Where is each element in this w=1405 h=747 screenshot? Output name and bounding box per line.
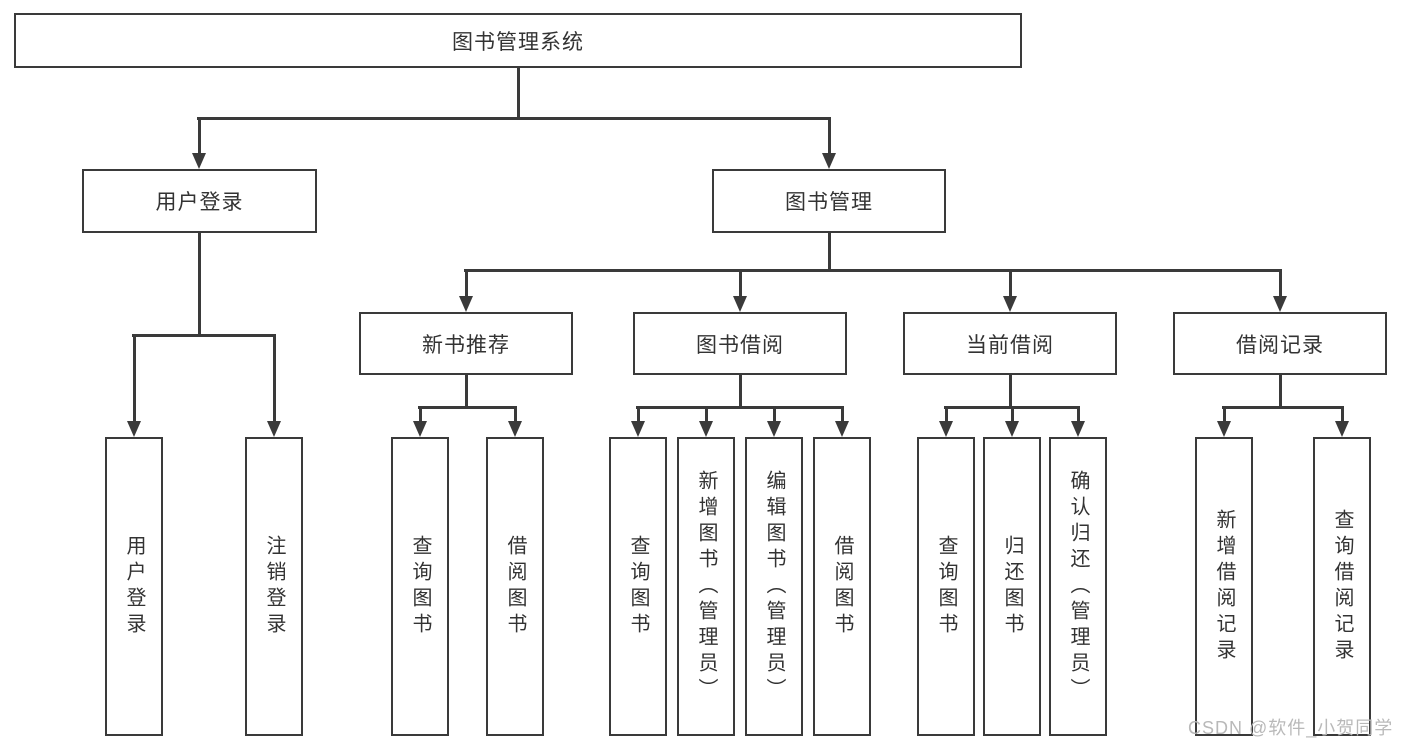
section-node-new-book-recommend: 新书推荐 [359,312,573,375]
connector-book-management-hbar [464,269,1282,272]
watermark: CSDN @软件_小贺同学 [1188,718,1394,738]
connector-new-book-down [465,375,468,409]
connector-user-login-hbar [132,334,275,337]
arrowhead-new-book [459,296,473,312]
connector-stub-leaf [1011,406,1014,422]
leaf-node-query-books-current: 查询图书 [917,437,975,736]
connector-stub-current-borrow [1009,269,1012,297]
leaf-node-query-books-borrow: 查询图书 [609,437,667,736]
connector-stub-leaf [841,406,844,422]
connector-stub-leaf [705,406,708,422]
leaf-node-borrow-books: 借阅图书 [813,437,871,736]
connector-stub-new-book [465,269,468,297]
leaf-node-logout: 注销登录 [245,437,303,736]
section-node-borrow-records: 借阅记录 [1173,312,1387,375]
arrowhead-leaf [767,421,781,437]
connector-borrow-records-hbar [1222,406,1344,409]
arrowhead-leaf [1217,421,1231,437]
arrowhead-leaf [1005,421,1019,437]
connector-stub-logout-leaf [273,334,276,422]
connector-stub-login-leaf [133,334,136,422]
root-node-library-management-system: 图书管理系统 [14,13,1022,68]
arrowhead-leaf [699,421,713,437]
connector-stub-book-management [828,117,831,154]
section-node-label: 借阅记录 [1236,333,1324,357]
leaf-node-label: 借阅图书 [504,534,526,639]
connector-stub-leaf [1341,406,1344,422]
leaf-node-label: 注销登录 [263,534,285,639]
connector-new-book-hbar [418,406,517,409]
leaf-node-label: 归还图书 [1001,534,1023,639]
leaf-node-add-borrow-record: 新增借阅记录 [1195,437,1253,736]
leaf-node-label: 查询图书 [409,534,431,639]
connector-root-hbar [197,117,831,120]
arrowhead-leaf [1335,421,1349,437]
connector-stub-book-borrow [739,269,742,297]
branch-node-book-management: 图书管理 [712,169,946,233]
arrowhead-leaf [508,421,522,437]
arrowhead-current-borrow [1003,296,1017,312]
leaf-node-label: 新增图书（管理员） [695,469,717,704]
leaf-node-edit-books-admin: 编辑图书（管理员） [745,437,803,736]
connector-book-borrow-hbar [636,406,844,409]
connector-root-down [517,67,520,119]
arrowhead-user-login [192,153,206,169]
section-node-label: 当前借阅 [966,333,1054,357]
leaf-node-label: 查询图书 [627,534,649,639]
connector-stub-leaf [945,406,948,422]
connector-borrow-records-down [1279,375,1282,409]
leaf-node-label: 编辑图书（管理员） [763,469,785,704]
connector-stub-leaf [773,406,776,422]
leaf-node-user-login: 用户登录 [105,437,163,736]
section-node-book-borrow: 图书借阅 [633,312,847,375]
leaf-node-label: 查询图书 [935,534,957,639]
connector-stub-leaf [1077,406,1080,422]
arrowhead-leaf [413,421,427,437]
section-node-label: 新书推荐 [422,333,510,357]
leaf-node-label: 查询借阅记录 [1331,508,1353,665]
leaf-node-label: 新增借阅记录 [1213,508,1235,665]
connector-current-borrow-down [1009,375,1012,409]
branch-node-user-login: 用户登录 [82,169,317,233]
leaf-node-label: 借阅图书 [831,534,853,639]
connector-stub-borrow-records [1279,269,1282,297]
arrowhead-login-leaf [127,421,141,437]
connector-book-management-down [828,233,831,271]
arrowhead-leaf [939,421,953,437]
arrowhead-logout-leaf [267,421,281,437]
arrowhead-leaf [1071,421,1085,437]
arrowhead-book-borrow [733,296,747,312]
connector-stub-leaf [1223,406,1226,422]
connector-user-login-down [198,233,201,337]
leaf-node-label: 用户登录 [123,534,145,639]
arrowhead-borrow-records [1273,296,1287,312]
branch-node-label: 用户登录 [155,191,244,214]
branch-node-label: 图书管理 [785,191,873,214]
section-node-current-borrow: 当前借阅 [903,312,1117,375]
connector-stub-leaf [514,406,517,422]
leaf-node-query-books-recommend: 查询图书 [391,437,449,736]
connector-stub-leaf [419,406,422,422]
leaf-node-return-books: 归还图书 [983,437,1041,736]
arrowhead-leaf [631,421,645,437]
connector-book-borrow-down [739,375,742,409]
leaf-node-borrow-books-recommend: 借阅图书 [486,437,544,736]
connector-stub-leaf [637,406,640,422]
section-node-label: 图书借阅 [696,333,784,357]
leaf-node-add-books-admin: 新增图书（管理员） [677,437,735,736]
connector-stub-user-login [198,117,201,154]
root-node-label: 图书管理系统 [452,30,584,54]
leaf-node-label: 确认归还（管理员） [1067,469,1089,704]
leaf-node-query-borrow-record: 查询借阅记录 [1313,437,1371,736]
arrowhead-leaf [835,421,849,437]
arrowhead-book-management [822,153,836,169]
leaf-node-confirm-return-admin: 确认归还（管理员） [1049,437,1107,736]
